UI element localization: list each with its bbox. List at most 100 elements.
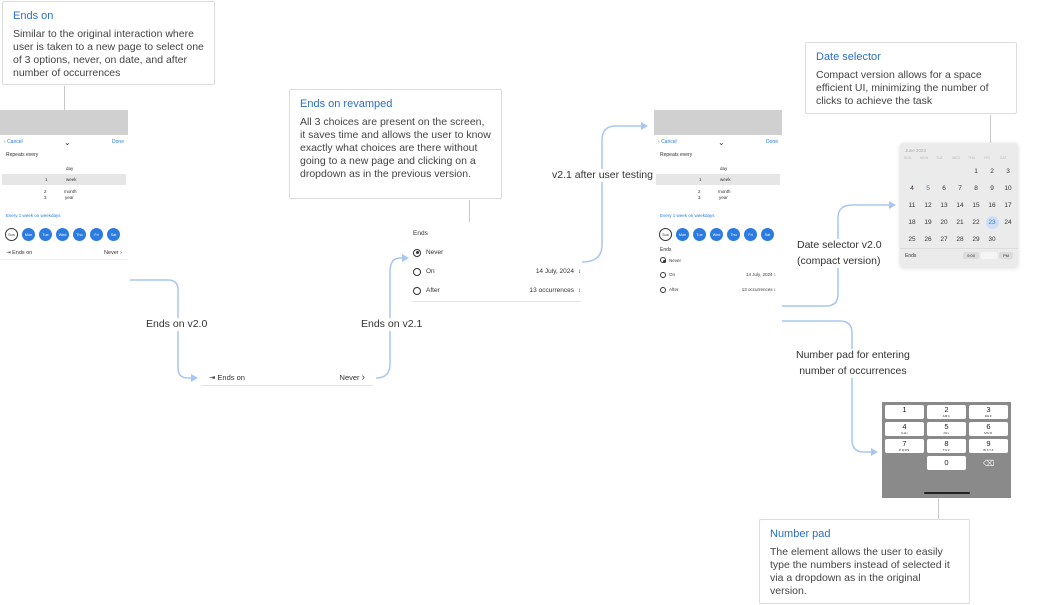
picker-row[interactable]: day [720, 166, 728, 171]
day-fri[interactable]: Fri [744, 228, 757, 241]
calendar-day[interactable]: 16 [988, 202, 996, 209]
day-thu[interactable]: Thu [727, 228, 740, 241]
calendar-day[interactable]: 27 [940, 236, 948, 243]
calendar-day[interactable]: 1 [974, 168, 978, 175]
backspace-icon[interactable]: ⌫ [983, 459, 995, 468]
pm-toggle[interactable]: PM [999, 252, 1013, 259]
day-wed[interactable]: Wed [710, 228, 723, 241]
calendar-day[interactable]: 18 [908, 219, 916, 226]
radio-icon[interactable] [413, 267, 421, 276]
calendar-day[interactable]: 20 [940, 219, 948, 226]
done-button[interactable]: Done [766, 139, 778, 145]
calendar-day[interactable]: 28 [956, 236, 964, 243]
card-title: Number pad [770, 528, 831, 540]
after-value[interactable]: 13 occurrences↕ [529, 287, 581, 294]
arrow-number-pad [776, 320, 874, 453]
calendar-day[interactable]: 14 [956, 202, 964, 209]
calendar-day[interactable]: 19 [924, 219, 932, 226]
ends-on-row[interactable]: ⇥ Ends on Never › [0, 246, 128, 260]
day-tue[interactable]: Tue [693, 228, 706, 241]
calendar-day[interactable]: 6 [942, 185, 946, 192]
option-after[interactable]: After 13 occurrences ↕ [660, 282, 776, 297]
chevron-down-icon[interactable]: ⌄ [63, 137, 71, 147]
radio-selected-icon[interactable] [660, 257, 666, 263]
calendar-day[interactable]: 4 [910, 185, 914, 192]
time-field[interactable]: 9:00 [963, 252, 979, 259]
key-1[interactable]: 1 [885, 405, 924, 419]
calendar-day[interactable]: 30 [988, 236, 996, 243]
day-fri[interactable]: Fri [90, 228, 103, 241]
calendar-day[interactable]: 24 [1004, 219, 1012, 226]
radio-selected-icon[interactable] [413, 248, 421, 257]
day-sun[interactable]: Sun [659, 228, 672, 241]
calendar-day[interactable]: 9 [990, 185, 994, 192]
calendar-day[interactable]: 17 [1004, 202, 1012, 209]
calendar-day[interactable]: 21 [956, 219, 964, 226]
cancel-button[interactable]: ‹ Cancel [658, 139, 677, 145]
calendar-day[interactable]: 26 [924, 236, 932, 243]
calendar-day[interactable]: 29 [972, 236, 980, 243]
day-wed[interactable]: Wed [56, 228, 69, 241]
radio-icon[interactable] [660, 286, 666, 293]
on-date-value[interactable]: 14 July, 2024 ↕ [746, 272, 776, 277]
day-mon[interactable]: Mon [676, 228, 689, 241]
key-0[interactable]: 0 [927, 456, 966, 470]
done-button[interactable]: Done [112, 139, 124, 145]
day-sat[interactable]: Sat [107, 228, 120, 241]
calendar-day[interactable]: 8 [974, 185, 978, 192]
calendar-day[interactable]: 13 [940, 202, 948, 209]
day-thu[interactable]: Thu [73, 228, 86, 241]
radio-icon[interactable] [413, 286, 421, 295]
calendar-day[interactable]: 22 [972, 219, 980, 226]
am-toggle[interactable] [981, 252, 997, 259]
option-after[interactable]: After 13 occurrences↕ [413, 281, 581, 300]
home-indicator [924, 492, 970, 494]
weekday-label: MON [920, 156, 929, 160]
option-never[interactable]: Never [413, 243, 581, 262]
calendar-day[interactable]: 12 [924, 202, 932, 209]
option-never[interactable]: Never [660, 253, 776, 267]
calendar-day[interactable]: 15 [972, 202, 980, 209]
on-date-value[interactable]: 14 July, 2024↕ [535, 268, 581, 275]
cancel-button[interactable]: ‹ Cancel [4, 139, 23, 145]
after-value[interactable]: 13 occurrences ↕ [741, 287, 776, 292]
ends-on-bar-v20[interactable]: ⇥ Ends on Never › [201, 370, 373, 386]
weekday-header: SUN MON TUE WED THU FRI SAT [900, 156, 1018, 163]
day-mon[interactable]: Mon [22, 228, 35, 241]
picker-row[interactable]: day [66, 166, 74, 171]
calendar-day[interactable]: 5 [926, 185, 930, 192]
calendar-day[interactable]: 11 [908, 202, 916, 209]
radio-icon[interactable] [660, 271, 666, 278]
chevron-down-icon[interactable]: ⌄ [717, 137, 725, 147]
day-sat[interactable]: Sat [761, 228, 774, 241]
day-tue[interactable]: Tue [39, 228, 52, 241]
day-sun[interactable]: Sun [5, 228, 18, 241]
option-on-date[interactable]: On 14 July, 2024↕ [413, 262, 581, 281]
calendar-day[interactable]: 2 [990, 168, 994, 175]
month-label[interactable]: June 2023 [905, 148, 927, 153]
calendar-day[interactable]: 25 [908, 236, 916, 243]
calendar-day[interactable]: 3 [1006, 168, 1010, 175]
calendar-day[interactable]: 7 [958, 185, 962, 192]
weekday-label: WED [952, 156, 961, 160]
calendar-day-selected[interactable]: 23 [984, 214, 1000, 231]
calendar-day[interactable]: 10 [1004, 185, 1012, 192]
option-on-date[interactable]: On 14 July, 2024 ↕ [660, 267, 776, 282]
